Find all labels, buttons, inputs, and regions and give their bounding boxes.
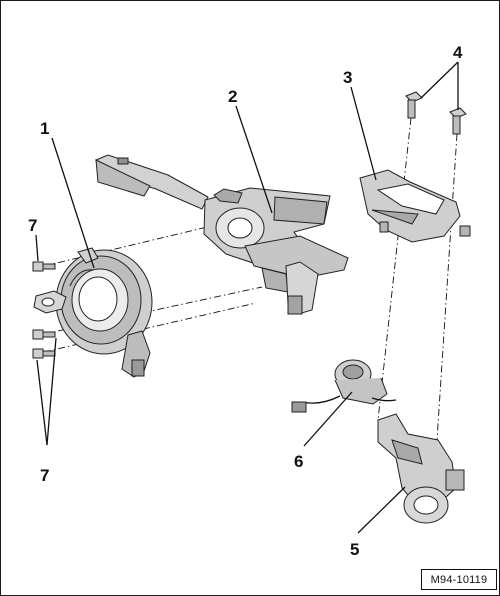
screw-lower-1 [32,329,56,340]
bolt-right [449,107,467,135]
callout-3: 3 [343,68,352,87]
callout-5: 5 [350,540,359,559]
lock-housing-part [377,413,465,524]
callout-7-lower: 7 [40,466,49,485]
clock-spring-part [33,247,153,378]
steering-column-switch-part [95,154,349,315]
callout-2: 2 [228,87,237,106]
callout-6: 6 [294,452,303,471]
figure-code: M94-10119 [421,569,497,590]
callout-4: 4 [453,43,463,62]
callout-7-upper: 7 [28,216,37,235]
screw-upper [32,261,56,272]
screw-lower-2 [32,348,56,359]
bracket-part [359,169,471,243]
bolt-left [405,91,423,119]
callout-labels: 1 2 3 4 5 6 7 7 [28,43,463,559]
assembly-axis-lines [43,117,458,441]
leader-lines [35,61,459,534]
callout-1: 1 [40,119,49,138]
ignition-switch-part [291,359,397,413]
